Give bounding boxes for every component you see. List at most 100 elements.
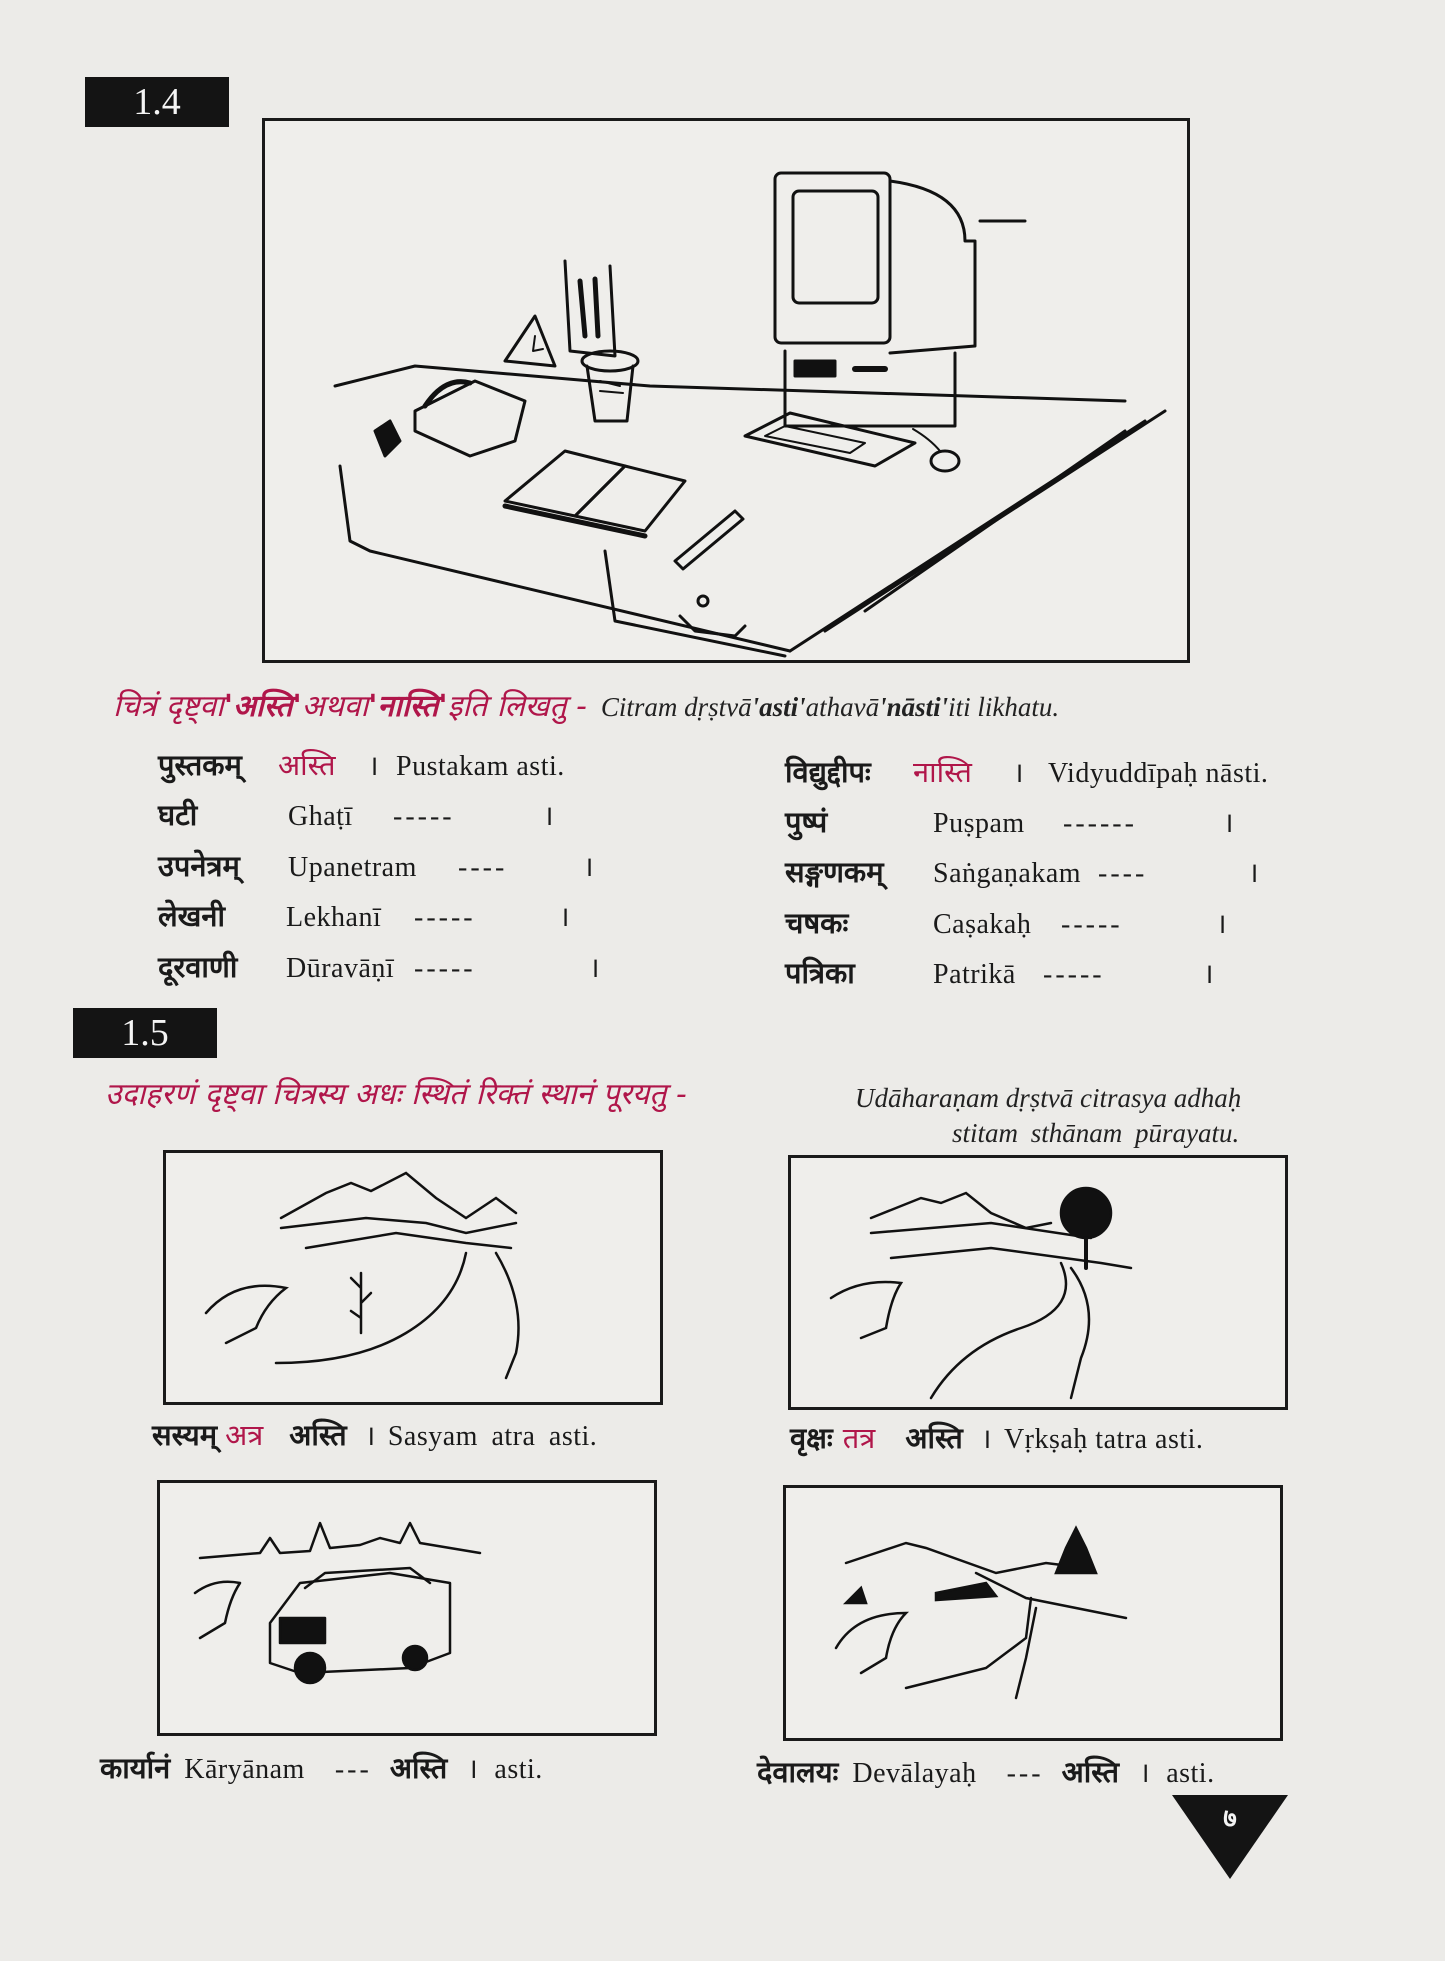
danda: । <box>543 801 555 832</box>
danda: । <box>583 852 595 883</box>
answer-nasti: नास्ति <box>913 755 972 789</box>
exercise-item: घटी Ghaṭī ----- । <box>158 795 554 834</box>
danda: । <box>1203 959 1215 990</box>
exercise-item: लेखनी Lekhanī ----- । <box>158 896 570 935</box>
exercise-item: सङ्गणकम् Saṅgaṇakam ---- । <box>785 852 1259 891</box>
answer-asti: अस्ति <box>278 748 336 782</box>
caption-verb: अस्ति <box>1061 1755 1120 1789</box>
instruction-1-4: चित्रं दृष्ट्वा 'अस्ति' अथवा 'नास्ति' इत… <box>113 684 1059 725</box>
sapling-icon <box>349 1271 373 1335</box>
answer-blank[interactable]: --- <box>1006 1758 1044 1789</box>
panel-caption-temple: देवालयः Devālayaḥ --- अस्ति । asti. <box>757 1752 1215 1791</box>
item-lat: Vidyuddīpaḥ nāsti. <box>1048 758 1269 789</box>
exercise-item: पुस्तकम् अस्ति । Pustakam asti. <box>158 745 565 784</box>
monitor-icon <box>773 171 892 345</box>
danda: । <box>559 902 571 933</box>
item-dev: पुष्पं <box>785 805 828 839</box>
item-dev: उपनेत्रम् <box>158 849 240 883</box>
desk-illustration <box>262 118 1190 663</box>
temple-icon <box>1054 1525 1098 1575</box>
instruction-dev-asti: 'अस्ति' <box>223 689 302 724</box>
panel-caption-tree: वृक्षः तत्र अस्ति । Vṛkṣaḥ tatra asti. <box>790 1418 1203 1457</box>
item-dev: चषकः <box>785 906 849 940</box>
answer-blank[interactable]: ----- <box>1043 959 1105 990</box>
answer-blank[interactable]: ----- <box>414 902 476 933</box>
caption-verb: अस्ति <box>389 1751 448 1785</box>
danda: । <box>589 953 601 984</box>
page-number-marker: ७ <box>1172 1795 1288 1879</box>
car-icon <box>268 1566 452 1685</box>
exercise-item: पुष्पं Puṣpam ------ । <box>785 802 1234 841</box>
caption-answer: तत्र <box>842 1421 876 1455</box>
item-lat: Saṅgaṇakam <box>933 858 1082 889</box>
danda: । <box>1216 909 1228 940</box>
answer-blank[interactable]: ----- <box>393 801 455 832</box>
caption-lat: Vṛkṣaḥ tatra asti. <box>1003 1424 1204 1455</box>
instruction-lat-suffix: iti likhatu. <box>948 692 1060 722</box>
answer-blank[interactable]: ----- <box>414 953 476 984</box>
caption-lat: asti. <box>1166 1758 1215 1789</box>
caption-word: वृक्षः <box>790 1421 833 1455</box>
triangle-icon <box>1172 1795 1288 1879</box>
danda: । <box>364 1421 376 1452</box>
caption-verb: अस्ति <box>289 1418 347 1452</box>
section-label-1-5: 1.5 <box>73 1008 217 1058</box>
item-dev: घटी <box>158 798 198 832</box>
instruction-dev-suffix: इति लिखतु - <box>447 689 587 724</box>
answer-blank[interactable]: ------ <box>1063 808 1137 839</box>
instruction-lat-nasti: 'nāsti' <box>879 692 949 722</box>
danda: । <box>1013 758 1025 789</box>
answer-blank[interactable]: ----- <box>1061 909 1123 940</box>
item-lat: Upanetram <box>288 852 417 883</box>
danda: । <box>1223 808 1235 839</box>
answer-blank[interactable]: --- <box>334 1754 372 1785</box>
item-lat: Puṣpam <box>933 808 1025 839</box>
caption-word: देवालयः <box>757 1755 839 1789</box>
panel-car-illustration <box>157 1480 657 1736</box>
instruction-lat-prefix: Citram dṛṣtvā <box>600 692 752 722</box>
exercise-item: दूरवाणी Dūravāṇī ----- । <box>158 947 600 986</box>
caption-lat: asti. <box>494 1754 543 1785</box>
caption-verb: अस्ति <box>905 1421 963 1455</box>
item-lat: Dūravāṇī <box>286 953 395 984</box>
panel-caption-sapling: सस्यम् अत्र अस्ति । Sasyam atra asti. <box>152 1415 597 1454</box>
instruction-dev-nasti: 'नास्ति' <box>368 689 448 724</box>
answer-blank[interactable]: ---- <box>1098 858 1148 889</box>
exercise-item: चषकः Caṣakaḥ ----- । <box>785 903 1227 942</box>
instruction-lat-asti: 'asti' <box>751 692 806 722</box>
danda: । <box>467 1754 479 1785</box>
section-label-1-4: 1.4 <box>85 77 229 127</box>
item-dev: विद्युद्दीपः <box>785 755 871 789</box>
caption-answer: अत्र <box>225 1418 264 1452</box>
item-dev: पुस्तकम् <box>158 748 242 782</box>
panel-caption-car: कार्यानं Kāryānam --- अस्ति । asti. <box>100 1748 543 1787</box>
caption-word: कार्यानं <box>100 1751 171 1785</box>
instruction-lat-line1: Udāharaṇam dṛṣtvā citrasya adhaḥ <box>855 1083 1242 1113</box>
item-dev: पत्रिका <box>785 956 855 990</box>
danda: । <box>1139 1758 1151 1789</box>
tree-icon <box>1059 1186 1113 1240</box>
instruction-lat-mid: athavā <box>805 692 880 722</box>
danda: । <box>980 1424 992 1455</box>
exercise-item: विद्युद्दीपः नास्ति । Vidyuddīpaḥ nāsti. <box>785 752 1268 791</box>
answer-blank[interactable]: ---- <box>458 852 508 883</box>
item-lat: Caṣakaḥ <box>933 909 1032 940</box>
item-lat: Patrikā <box>933 959 1016 990</box>
instruction-1-5: उदाहरणं दृष्ट्वा चित्रस्य अधः स्थितं रिक… <box>105 1072 687 1113</box>
item-dev: दूरवाणी <box>158 950 238 984</box>
page-number: ७ <box>1223 1804 1237 1834</box>
instruction-dev-prefix: चित्रं दृष्ट्वा <box>113 689 224 724</box>
instruction-dev: उदाहरणं दृष्ट्वा चित्रस्य अधः स्थितं रिक… <box>105 1077 687 1112</box>
panel-tree-illustration <box>788 1155 1288 1410</box>
item-lat: Ghaṭī <box>288 801 353 832</box>
item-lat: Pustakam asti. <box>396 751 565 782</box>
danda: । <box>368 751 380 782</box>
exercise-item: उपनेत्रम् Upanetram ---- । <box>158 846 594 885</box>
panel-temple-illustration <box>783 1485 1283 1741</box>
panel-sapling-illustration <box>163 1150 663 1405</box>
exercise-item: पत्रिका Patrikā ----- । <box>785 953 1214 992</box>
item-lat: Lekhanī <box>286 902 382 933</box>
caption-lat: Sasyam atra asti. <box>387 1421 598 1452</box>
instruction-dev-mid: अथवा <box>301 689 369 724</box>
danda: । <box>1248 858 1260 889</box>
